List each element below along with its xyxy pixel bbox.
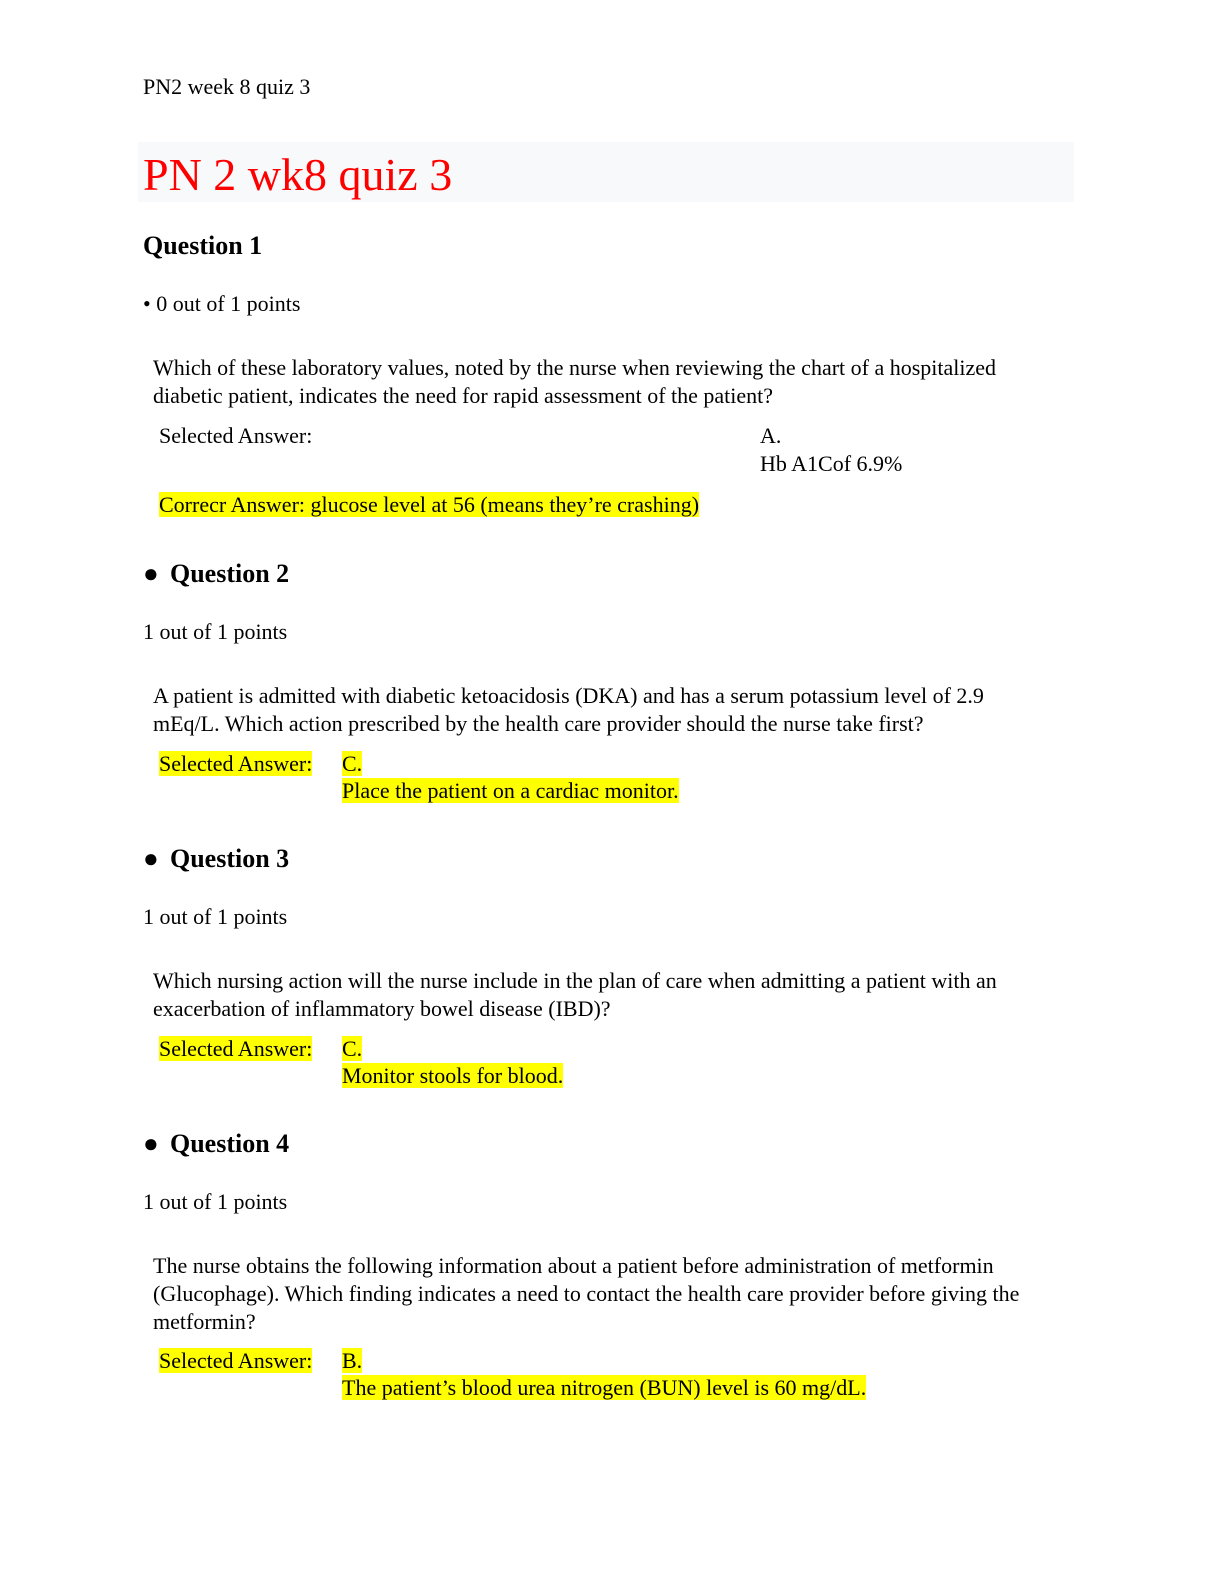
question-3-selected-label: Selected Answer: bbox=[159, 1035, 313, 1063]
document-header: PN2 week 8 quiz 3 bbox=[143, 74, 311, 99]
question-4-text: The nurse obtains the following informat… bbox=[153, 1253, 1020, 1334]
title-band: PN 2 wk8 quiz 3 bbox=[138, 142, 1074, 202]
bullet-icon: ● bbox=[143, 844, 159, 873]
question-1-text: Which of these laboratory values, noted … bbox=[153, 355, 997, 408]
question-1-heading: Question 1 bbox=[143, 231, 263, 260]
question-3-selected-text: Monitor stools for blood. bbox=[342, 1062, 564, 1090]
question-2-selected-label: Selected Answer: bbox=[159, 750, 313, 778]
question-2-selected-label-text: Selected Answer: bbox=[159, 751, 313, 776]
question-4-heading: Question 4 bbox=[170, 1129, 290, 1158]
page-title: PN 2 wk8 quiz 3 bbox=[143, 149, 453, 200]
question-3-heading: Question 3 bbox=[170, 844, 290, 873]
question-2-selected-letter-text: C. bbox=[342, 751, 363, 776]
question-3-heading-row: ● Question 3 bbox=[143, 843, 289, 875]
question-2-heading: Question 2 bbox=[170, 559, 290, 588]
question-3-selected-text-value: Monitor stools for blood. bbox=[342, 1063, 564, 1088]
question-4-selected-letter: B. bbox=[342, 1347, 363, 1375]
question-3-selected-letter-text: C. bbox=[342, 1036, 363, 1061]
question-1-selected-text: Hb A1Cof 6.9% bbox=[760, 451, 903, 476]
question-3-text: Which nursing action will the nurse incl… bbox=[153, 968, 997, 1021]
bullet-icon: ● bbox=[143, 1129, 159, 1158]
question-3-points: 1 out of 1 points bbox=[143, 904, 288, 929]
question-1-selected-label: Selected Answer: bbox=[159, 423, 313, 448]
question-2-points: 1 out of 1 points bbox=[143, 619, 288, 644]
question-4-selected-text: The patient’s blood urea nitrogen (BUN) … bbox=[342, 1374, 867, 1402]
question-2-heading-row: ● Question 2 bbox=[143, 558, 289, 590]
question-4-selected-label: Selected Answer: bbox=[159, 1347, 313, 1375]
question-3-selected-letter: C. bbox=[342, 1035, 363, 1063]
question-1-correct-note-text: Correcr Answer: glucose level at 56 (mea… bbox=[159, 492, 700, 517]
bullet-icon: ● bbox=[143, 559, 159, 588]
question-4-heading-row: ● Question 4 bbox=[143, 1128, 289, 1160]
question-3-selected-label-text: Selected Answer: bbox=[159, 1036, 313, 1061]
question-1-selected-letter: A. bbox=[760, 423, 782, 448]
question-1-correct-note: Correcr Answer: glucose level at 56 (mea… bbox=[159, 491, 700, 519]
question-2-selected-letter: C. bbox=[342, 750, 363, 778]
question-1-points: • 0 out of 1 points bbox=[143, 291, 301, 316]
question-2-selected-text: Place the patient on a cardiac monitor. bbox=[342, 777, 679, 805]
question-4-selected-label-text: Selected Answer: bbox=[159, 1348, 313, 1373]
question-2-text: A patient is admitted with diabetic keto… bbox=[153, 683, 984, 736]
question-4-selected-text-value: The patient’s blood urea nitrogen (BUN) … bbox=[342, 1375, 867, 1400]
question-4-points: 1 out of 1 points bbox=[143, 1189, 288, 1214]
question-2-selected-text-value: Place the patient on a cardiac monitor. bbox=[342, 778, 679, 803]
question-4-selected-letter-text: B. bbox=[342, 1348, 363, 1373]
